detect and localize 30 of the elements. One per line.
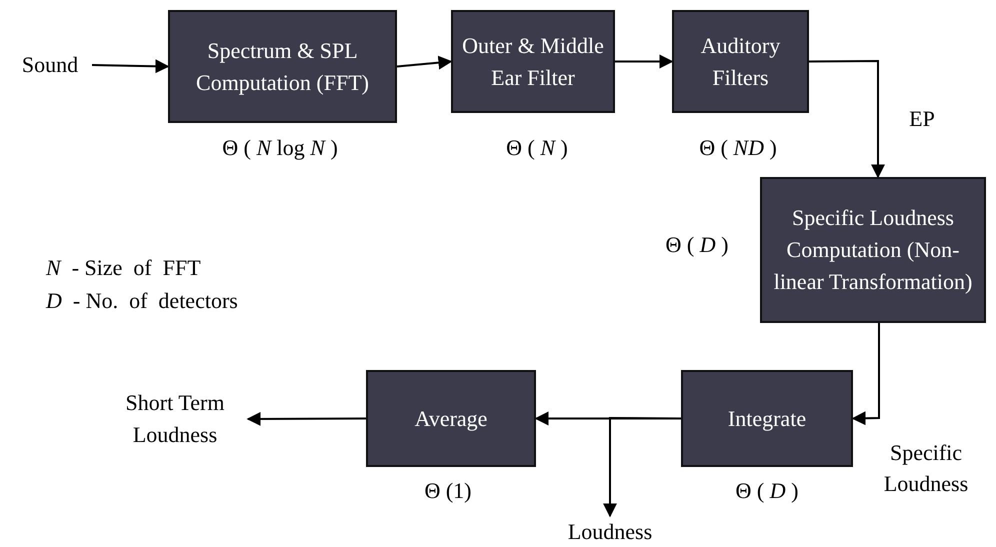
complexity-label: Θ ( ND )	[699, 134, 777, 162]
process-box	[681, 370, 853, 467]
process-box	[168, 10, 397, 123]
arrow	[615, 54, 674, 68]
flow-text: Short Term Loudness	[124, 389, 226, 449]
arrow	[246, 412, 366, 426]
legend-note: N - Size of FFT	[46, 254, 201, 282]
process-box	[366, 370, 536, 467]
arrow	[852, 323, 880, 426]
box-text: Outer & Middle Ear Filter	[461, 32, 605, 92]
box-text: Average	[414, 404, 488, 433]
flow-text: Loudness	[568, 518, 652, 546]
box-text: Specific Loudness Computation (Non-linear Transformation)	[772, 204, 974, 296]
complexity-label: Θ ( N log N )	[222, 134, 338, 162]
complexity-label: Θ ( D )	[736, 477, 798, 505]
process-box	[451, 10, 615, 113]
complexity-label: Θ ( N )	[506, 134, 568, 162]
box-text: Auditory Filters	[700, 32, 782, 92]
arrow	[396, 56, 452, 70]
process-box	[672, 10, 809, 113]
complexity-label: Θ (1)	[424, 477, 472, 505]
arrow	[603, 417, 681, 518]
complexity-label: Θ ( D )	[666, 231, 728, 259]
arrow	[809, 60, 885, 178]
box-text: Spectrum & SPL Computation (FFT)	[195, 36, 370, 97]
arrow	[92, 59, 170, 74]
box-text: Integrate	[728, 404, 806, 433]
flow-text: Sound	[22, 51, 78, 80]
legend-note: D - No. of detectors	[46, 287, 238, 315]
process-box	[760, 177, 986, 323]
